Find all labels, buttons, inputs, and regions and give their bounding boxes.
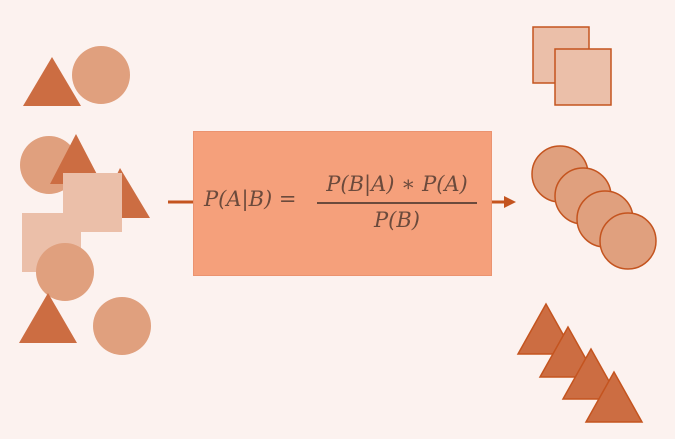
input-triangle (50, 134, 102, 184)
fraction-bar (317, 202, 477, 204)
output-squares-group (532, 26, 612, 106)
input-triangle (23, 57, 81, 106)
output-triangle (584, 370, 644, 423)
formula-box: P(A|B) = P(B|A) ∗ P(A) P(B) (193, 131, 492, 276)
output-arrow (492, 196, 516, 208)
formula-lhs: P(A|B) = (204, 187, 297, 211)
input-circle (93, 297, 151, 355)
input-shapes-group (19, 46, 151, 355)
input-circle (72, 46, 130, 104)
output-circles-group (531, 145, 657, 270)
output-triangles-group (516, 302, 644, 423)
input-circle (36, 243, 94, 301)
output-circle (599, 212, 657, 270)
output-triangle (561, 347, 621, 400)
formula-denominator: P(B) (374, 208, 420, 232)
output-square (554, 48, 612, 106)
input-triangle (19, 293, 77, 343)
formula-numerator: P(B|A) ∗ P(A) (326, 172, 468, 196)
